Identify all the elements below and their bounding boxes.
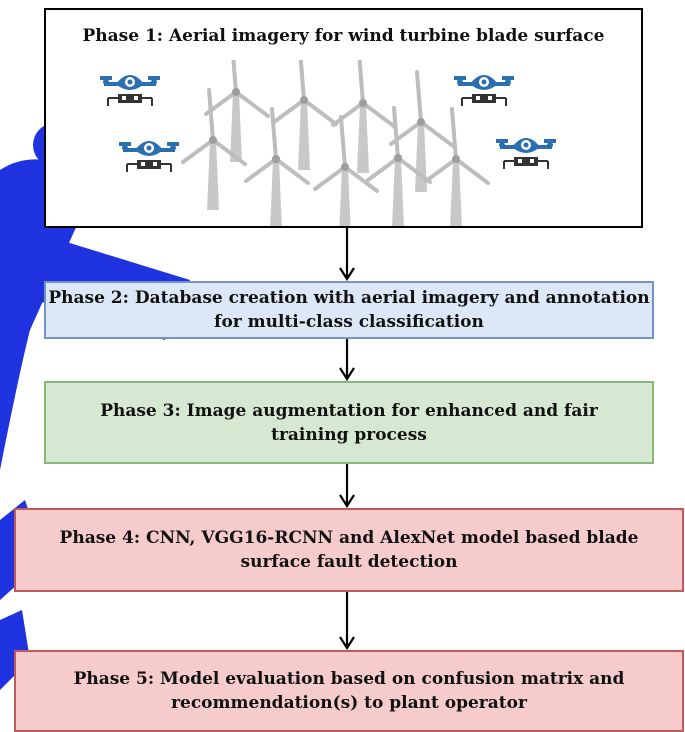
flow-arrow [339,339,355,381]
drone-icon [494,136,558,171]
phase-1-box: Phase 1: Aerial imagery for wind turbine… [44,8,643,228]
phase-4-label: Phase 4: CNN, VGG16-RCNN and AlexNet mod… [59,528,639,572]
phase-1-label: Phase 1: Aerial imagery for wind turbine… [82,26,605,46]
drone-icon [98,73,162,108]
phase-3-label: Phase 3: Image augmentation for enhanced… [100,400,598,445]
phase-2-label: Phase 2: Database creation with aerial i… [48,288,650,332]
drone-icon [452,73,516,108]
flow-arrow [339,592,355,650]
aerial-imagery-illustration [98,60,558,226]
phase-4-box: Phase 4: CNN, VGG16-RCNN and AlexNet mod… [14,508,684,592]
wind-turbine-icon [272,60,338,172]
phase-5-box: Phase 5: Model evaluation based on confu… [14,650,684,732]
flow-arrow [339,228,355,281]
phase-3-box: Phase 3: Image augmentation for enhanced… [44,381,654,464]
phase-2-box: Phase 2: Database creation with aerial i… [44,281,654,339]
wind-turbine-icon [424,107,490,226]
flow-arrow [339,464,355,508]
phase-5-label: Phase 5: Model evaluation based on confu… [73,669,625,713]
drone-icon [117,139,181,174]
